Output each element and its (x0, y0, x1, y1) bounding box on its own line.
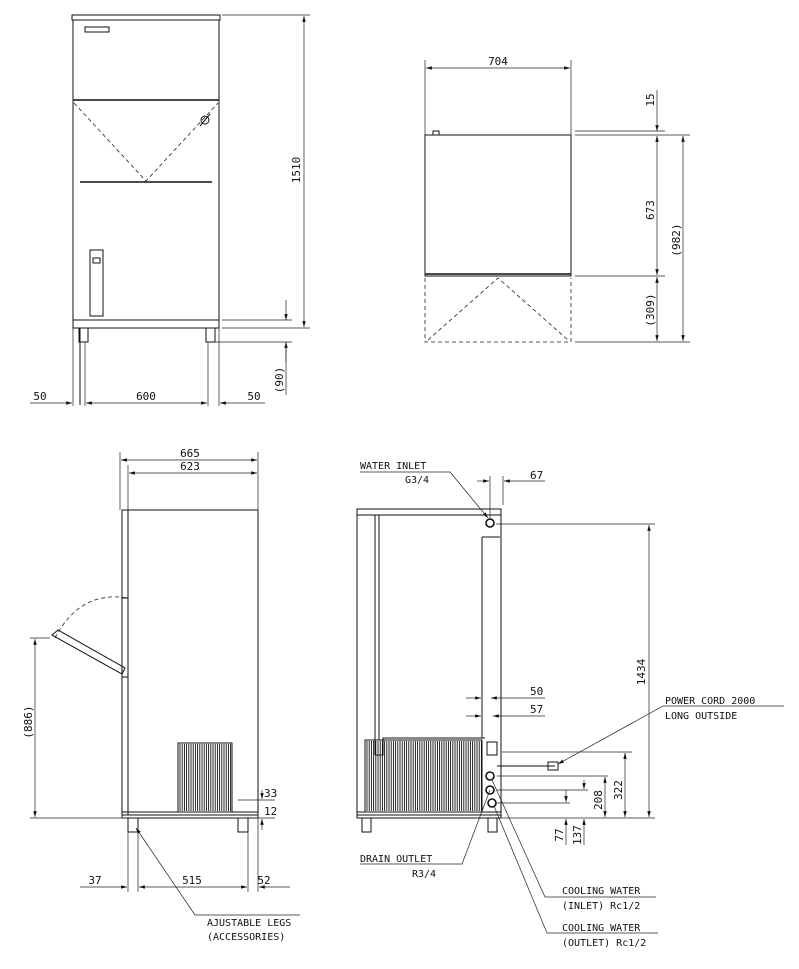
dim-left: 37 (88, 874, 101, 887)
cooling-outlet-size: (OUTLET) Rc1/2 (562, 938, 646, 949)
logo-plate (84, 26, 110, 33)
dim-left: 50 (33, 390, 46, 403)
power-cord-plug (547, 761, 559, 771)
control-box (89, 249, 104, 317)
power-cord-sublabel: LONG OUTSIDE (665, 711, 737, 722)
front-view: 1510 (90) 50 600 50 (30, 14, 310, 406)
dim-right: 52 (257, 874, 270, 887)
dim-322: 322 (612, 780, 625, 800)
legs-label: AJUSTABLE LEGS (207, 918, 291, 929)
condenser-grille (364, 739, 483, 813)
dim-height: 1510 (290, 157, 303, 184)
dim-total: (982) (670, 223, 683, 256)
dim-width: 704 (488, 55, 508, 68)
dim-outer: 665 (180, 447, 200, 460)
dim-top: 15 (644, 93, 657, 106)
dim-right: 50 (247, 390, 260, 403)
dim-57: 57 (530, 703, 543, 716)
cooling-inlet-label: COOLING WATER (562, 886, 641, 897)
dim-67: 67 (530, 469, 543, 482)
dim-body: 673 (644, 200, 657, 220)
leg (205, 327, 216, 343)
cooling-inlet-size: (INLET) Rc1/2 (562, 901, 640, 912)
condenser-grille (177, 742, 233, 813)
dim-1434: 1434 (635, 658, 648, 685)
legs-sublabel: (ACCESSORIES) (207, 932, 285, 943)
water-inlet-label: WATER INLET (360, 461, 426, 472)
leg (361, 817, 372, 833)
power-cord-label: POWER CORD 2000 (665, 696, 755, 707)
water-inlet-size: G3/4 (405, 475, 429, 486)
dim-50: 50 (530, 685, 543, 698)
dim-leg: (90) (273, 367, 286, 394)
dim-12: 12 (264, 805, 277, 818)
dim-77: 77 (553, 828, 566, 841)
dim-33: 33 (264, 787, 277, 800)
cooling-outlet-label: COOLING WATER (562, 923, 641, 934)
dim-width: 515 (182, 874, 202, 887)
drain-size: R3/4 (412, 869, 436, 880)
leg (127, 817, 139, 833)
rear-view: WATER INLET G3/4 67 1434 50 57 POWER COR… (356, 461, 784, 949)
dim-208: 208 (592, 790, 605, 810)
dim-inner: 623 (180, 460, 200, 473)
dim-137: 137 (571, 825, 584, 845)
drain-label: DRAIN OUTLET (360, 854, 432, 865)
leg (487, 817, 498, 833)
dim-door: (886) (22, 705, 35, 738)
leg (78, 327, 89, 343)
side-view: 665 623 (886) 33 12 37 515 52 AJUSTABLE … (22, 447, 300, 943)
dim-width: 600 (136, 390, 156, 403)
top-view: 704 15 673 (309) (982) (424, 55, 690, 343)
leg (237, 817, 249, 833)
water-inlet-fitting (485, 518, 495, 528)
dim-bin: (309) (644, 293, 657, 326)
